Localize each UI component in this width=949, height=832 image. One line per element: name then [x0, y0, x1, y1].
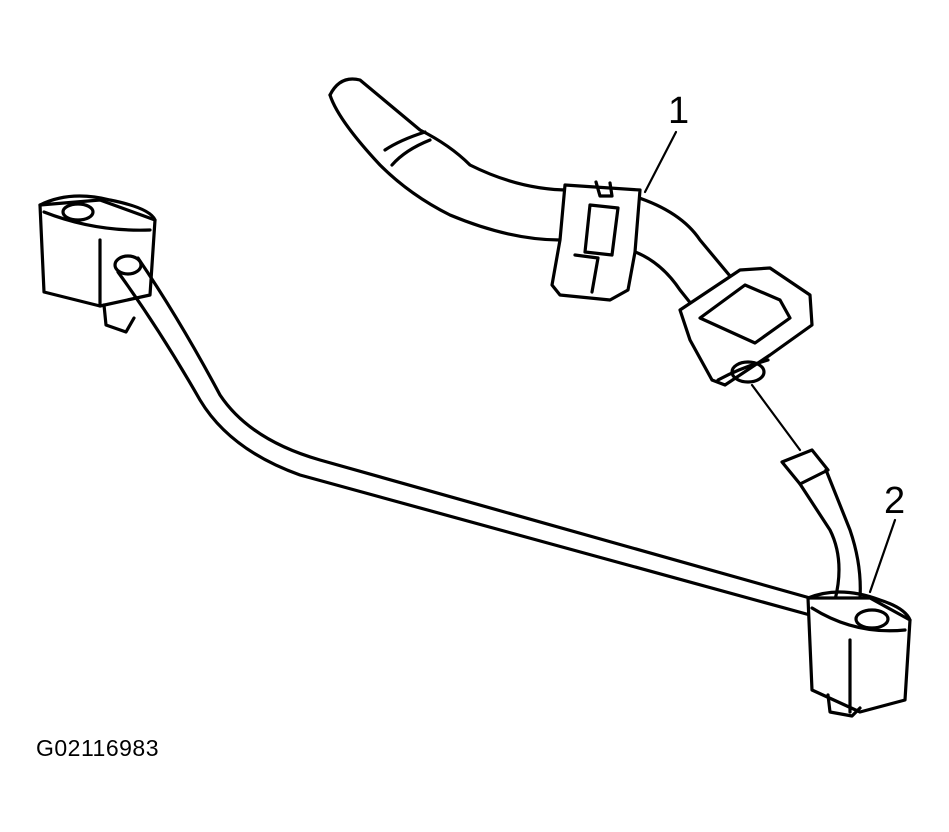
hose-clamp: [550, 180, 642, 302]
long-tube: [113, 254, 812, 617]
figure-id: G02116983: [36, 735, 160, 761]
callout-label-1: 1: [668, 90, 690, 132]
quick-connector: [678, 266, 814, 387]
leader-lines: [643, 130, 897, 594]
right-mounting-block: [806, 590, 912, 718]
upper-hose: [328, 77, 752, 342]
left-mounting-block: [38, 194, 157, 334]
callout-label-2: 2: [884, 480, 906, 522]
short-tube: [750, 383, 862, 602]
